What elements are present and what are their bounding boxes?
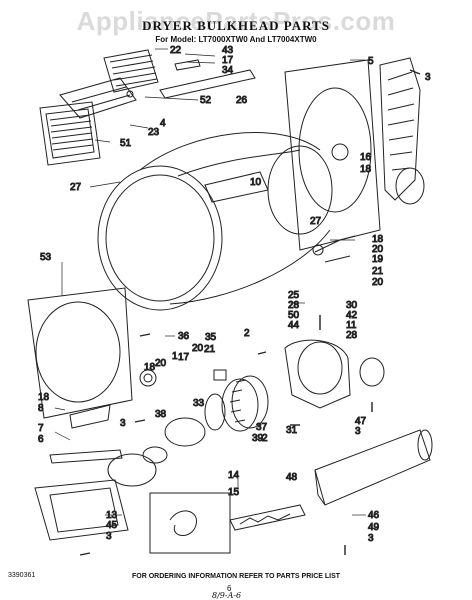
part-thermostats: [139, 369, 227, 387]
callout: 3: [355, 426, 361, 437]
callout: 39: [252, 433, 264, 444]
callout: 20: [372, 244, 384, 255]
callout: 38: [155, 409, 167, 420]
callout: 20: [192, 343, 204, 354]
model-line: For Model: LT7000XTW0 And LT7004XTW0: [155, 35, 317, 44]
page-number: 6: [227, 584, 232, 593]
part-blower-housing: [284, 339, 385, 409]
part-blower-wheel: [221, 375, 269, 432]
callout: 27: [70, 182, 82, 193]
callout: 33: [193, 398, 205, 409]
callout: 17: [222, 55, 234, 66]
callout: 3: [120, 418, 126, 429]
callout: 4: [160, 118, 166, 129]
callout: 20: [372, 277, 384, 288]
callout: 25: [288, 290, 300, 301]
callout: 18: [38, 392, 50, 403]
document-code: 3390361: [8, 572, 36, 579]
watermark: AppliancePartsPros.com: [76, 6, 396, 36]
callout: 28: [346, 330, 358, 341]
callout: 10: [250, 177, 262, 188]
callout: 18: [360, 164, 372, 175]
callout: 18: [144, 362, 156, 373]
callout: 26: [236, 95, 248, 106]
callout: 34: [222, 65, 234, 76]
callout: 13: [106, 510, 118, 521]
part-screws: [79, 69, 421, 556]
callout: 45: [106, 520, 118, 531]
callout: 16: [360, 152, 372, 163]
callout: 2: [262, 433, 268, 444]
callout: 15: [228, 487, 240, 498]
callout: 35: [205, 332, 217, 343]
part-rear-bulkhead: [284, 59, 381, 251]
part-rear-screen: [379, 57, 425, 205]
callout: 14: [228, 470, 240, 481]
callout: 27: [310, 216, 322, 227]
callout: 53: [40, 252, 52, 263]
part-drum: [97, 132, 333, 311]
callout: 37: [256, 422, 268, 433]
callout: 22: [170, 45, 182, 56]
callout: 36: [178, 331, 190, 342]
callout: 7: [38, 423, 44, 434]
callout: 31: [286, 425, 298, 436]
callout: 17: [178, 352, 190, 363]
callout: 3: [368, 533, 374, 544]
callout: 11: [346, 320, 357, 331]
callout: 19: [372, 254, 384, 265]
callout: 1: [172, 351, 178, 362]
leader-lines: [54, 48, 366, 516]
callout: 43: [222, 45, 234, 56]
callout: 21: [372, 266, 384, 277]
callout: 42: [346, 310, 358, 321]
part-front-bulkhead: [27, 287, 133, 429]
callout: 20: [155, 358, 167, 369]
handwritten-note: 8/9-A-6: [212, 591, 242, 600]
part-harness-bracket: [59, 77, 137, 119]
diagram-title: DRYER BULKHEAD PARTS: [142, 18, 330, 33]
callout: 6: [38, 434, 44, 445]
callout: 2: [244, 328, 250, 339]
callout: 46: [368, 510, 380, 521]
callout: 23: [148, 127, 160, 138]
callout: 3: [425, 72, 431, 83]
callout: 5: [368, 56, 374, 67]
part-heater-duct: [314, 429, 433, 506]
callout: 52: [200, 95, 212, 106]
callout: 50: [288, 310, 300, 321]
callout: 51: [120, 138, 132, 149]
callout: 18: [372, 234, 384, 245]
part-harness-box: [149, 492, 306, 554]
part-lint-duct: [34, 449, 129, 541]
callout: 3: [106, 531, 112, 542]
callout: 21: [204, 344, 216, 355]
callout: 47: [355, 416, 367, 427]
callout: 30: [346, 300, 358, 311]
part-seals: [107, 393, 226, 487]
part-lint-filter: [39, 101, 101, 166]
part-top-grille: [103, 49, 159, 93]
callout: 49: [368, 522, 380, 533]
part-front-rail: [159, 59, 256, 99]
callout: 48: [286, 472, 298, 483]
ordering-note: FOR ORDERING INFORMATION REFER TO PARTS …: [131, 573, 341, 580]
callout: 8: [38, 403, 44, 414]
callout: 28: [288, 300, 300, 311]
callout: 44: [288, 320, 300, 331]
